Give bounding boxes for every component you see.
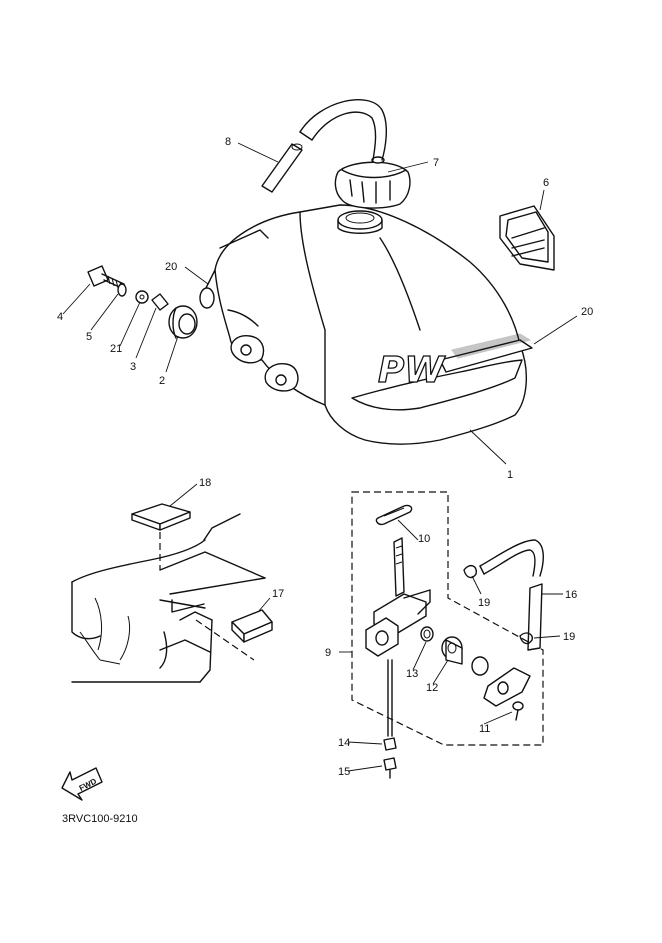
callout-10: 10	[418, 533, 430, 545]
callout-15: 15	[338, 766, 350, 778]
callout-2: 2	[159, 375, 165, 387]
clip-19b	[519, 632, 533, 645]
cover-plate	[483, 667, 531, 707]
screw-15	[383, 757, 397, 779]
pad-17	[231, 609, 273, 643]
callout-11: 11	[479, 723, 490, 735]
callout-labels: 1 2 3 4 5 6 7 8 9 10 11 12 13 14 15 16 1…	[57, 136, 593, 778]
fuel-cock-boundary	[351, 491, 544, 746]
grommet-2	[168, 305, 198, 339]
callout-4: 4	[57, 311, 63, 323]
callout-3: 3	[130, 361, 136, 373]
callout-18: 18	[199, 477, 211, 489]
bolt-4	[87, 265, 127, 291]
breather-hose	[261, 98, 388, 193]
washer-5	[117, 283, 127, 297]
tank-decal: PW	[351, 333, 533, 411]
fwd-arrow: FWD	[61, 767, 103, 801]
decal-logo-text: PW	[378, 350, 446, 391]
fuel-tank	[199, 204, 528, 445]
tank-cap	[334, 156, 411, 209]
washer-21	[135, 290, 149, 304]
callout-13: 13	[406, 668, 418, 680]
gasket-10	[375, 504, 413, 526]
fuel-hose-16	[479, 539, 544, 651]
pad-18	[131, 503, 191, 531]
callout-6: 6	[543, 177, 549, 189]
callout-12: 12	[426, 682, 438, 694]
callout-16: 16	[565, 589, 577, 601]
lever-12	[441, 636, 463, 665]
callout-20-right: 20	[581, 306, 593, 318]
document-code: 3RVC100-9210	[62, 813, 138, 825]
leader-lines	[62, 142, 578, 772]
callout-8: 8	[225, 136, 231, 148]
callout-7: 7	[433, 157, 439, 169]
callout-19-bottom: 19	[563, 631, 575, 643]
drain-14	[383, 737, 397, 751]
callout-5: 5	[86, 331, 92, 343]
callout-20-left: 20	[165, 261, 177, 273]
screw-11	[512, 701, 524, 721]
o-ring-13	[420, 626, 434, 642]
callout-19-top: 19	[478, 597, 490, 609]
bracket-plate	[499, 205, 555, 271]
callout-17: 17	[272, 588, 284, 600]
callout-1: 1	[507, 469, 513, 481]
clip-19a	[463, 564, 478, 579]
seal-ring	[471, 656, 489, 676]
collar-3	[151, 293, 169, 311]
pw-logo: PW	[377, 349, 447, 391]
callout-21: 21	[110, 343, 122, 355]
callout-9: 9	[325, 647, 331, 659]
frame-detail	[71, 513, 266, 683]
fuel-cock-body	[365, 537, 431, 737]
callout-14: 14	[338, 737, 350, 749]
